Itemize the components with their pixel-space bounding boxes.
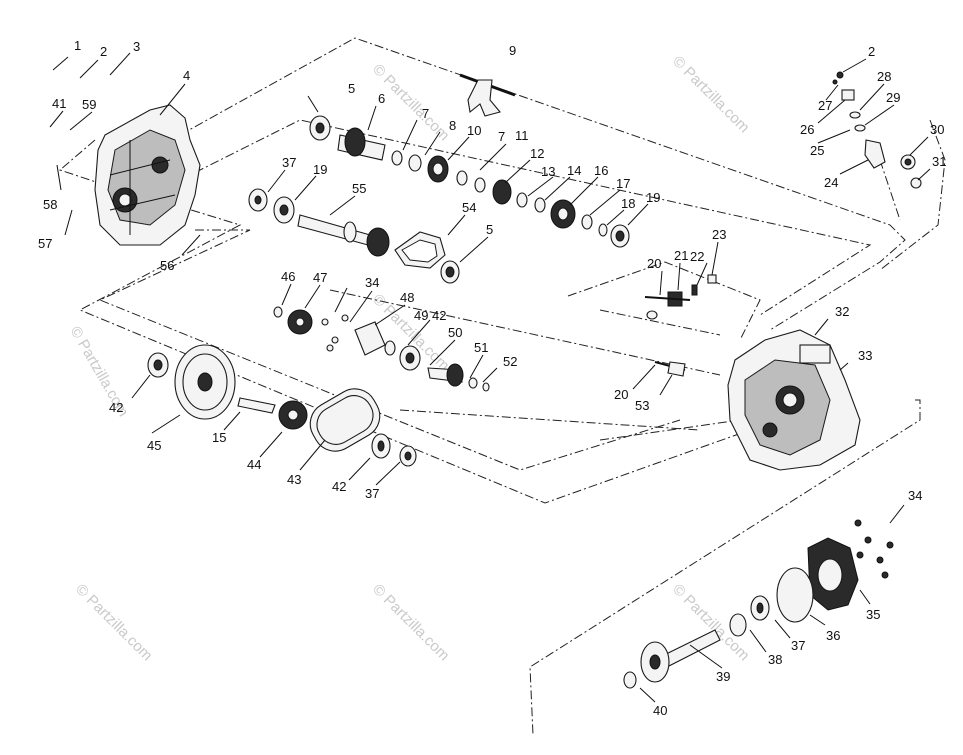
guide-line bbox=[567, 261, 761, 341]
guide-line bbox=[599, 309, 721, 336]
callout: 52 bbox=[503, 354, 517, 369]
callout: 2 bbox=[868, 44, 875, 59]
part-callouts: 1 2 3 4 5 6 7 8 9 10 7 11 12 13 14 16 17… bbox=[38, 38, 946, 718]
callout: 53 bbox=[635, 398, 649, 413]
watermark: © Partzilla.com bbox=[72, 581, 155, 664]
callout: 54 bbox=[462, 200, 476, 215]
callout: 24 bbox=[824, 175, 838, 190]
callout: 37 bbox=[282, 155, 296, 170]
callout: 15 bbox=[212, 430, 226, 445]
callout: 12 bbox=[530, 146, 544, 161]
callout: 26 bbox=[800, 122, 814, 137]
callout: 48 bbox=[400, 290, 414, 305]
callout: 10 bbox=[467, 123, 481, 138]
callout: 9 bbox=[509, 43, 516, 58]
callout: 42 bbox=[432, 308, 446, 323]
callout: 5 bbox=[486, 222, 493, 237]
callout: 6 bbox=[378, 91, 385, 106]
guide-line bbox=[529, 399, 921, 736]
callout: 49 bbox=[414, 308, 428, 323]
callout: 51 bbox=[474, 340, 488, 355]
callout: 2 bbox=[100, 44, 107, 59]
callout: 38 bbox=[768, 652, 782, 667]
callout: 56 bbox=[160, 258, 174, 273]
callout: 37 bbox=[365, 486, 379, 501]
callout: 31 bbox=[932, 154, 946, 169]
callout: 14 bbox=[567, 163, 581, 178]
output-shaft-assembly bbox=[623, 519, 894, 689]
callout: 21 bbox=[674, 248, 688, 263]
left-transmission-housing bbox=[94, 104, 201, 246]
assembly-guide-lines bbox=[59, 37, 946, 736]
callout: 55 bbox=[352, 181, 366, 196]
callout: 20 bbox=[614, 387, 628, 402]
guide-line bbox=[599, 419, 741, 441]
callout: 59 bbox=[82, 97, 96, 112]
callout: 34 bbox=[365, 275, 379, 290]
callout: 8 bbox=[449, 118, 456, 133]
callout: 39 bbox=[716, 669, 730, 684]
callout: 28 bbox=[877, 69, 891, 84]
callout: 4 bbox=[183, 68, 190, 83]
callout: 37 bbox=[791, 638, 805, 653]
callout: 5 bbox=[348, 81, 355, 96]
guide-line bbox=[179, 119, 872, 316]
callout: 45 bbox=[147, 438, 161, 453]
callout: 7 bbox=[422, 106, 429, 121]
callout: 7 bbox=[498, 129, 505, 144]
callout: 42 bbox=[109, 400, 123, 415]
callout: 35 bbox=[866, 607, 880, 622]
callout: 1 bbox=[74, 38, 81, 53]
callout: 30 bbox=[930, 122, 944, 137]
guide-line bbox=[329, 289, 721, 376]
leader-lines bbox=[49, 52, 931, 703]
callout: 22 bbox=[690, 249, 704, 264]
callout: 47 bbox=[313, 270, 327, 285]
callout: 33 bbox=[858, 348, 872, 363]
callout: 57 bbox=[38, 236, 52, 251]
guide-line bbox=[399, 409, 701, 431]
callout: 23 bbox=[712, 227, 726, 242]
callout: 25 bbox=[810, 143, 824, 158]
callout: 32 bbox=[835, 304, 849, 319]
upper-right-small-parts bbox=[832, 71, 922, 189]
guide-line bbox=[879, 119, 946, 271]
callout: 16 bbox=[594, 163, 608, 178]
callout: 44 bbox=[247, 457, 261, 472]
middle-shaft-components bbox=[248, 188, 460, 284]
callout: 50 bbox=[448, 325, 462, 340]
callout: 43 bbox=[287, 472, 301, 487]
right-transmission-housing bbox=[727, 329, 861, 471]
callout: 3 bbox=[133, 39, 140, 54]
callout: 42 bbox=[332, 479, 346, 494]
callout: 46 bbox=[281, 269, 295, 284]
callout: 36 bbox=[826, 628, 840, 643]
callout: 11 bbox=[515, 128, 529, 143]
callout: 34 bbox=[908, 488, 922, 503]
callout: 58 bbox=[43, 197, 57, 212]
callout: 13 bbox=[541, 164, 555, 179]
lower-drive-components bbox=[147, 306, 490, 467]
callout: 27 bbox=[818, 98, 832, 113]
watermark: © Partzilla.com bbox=[669, 53, 752, 136]
callout: 19 bbox=[313, 162, 327, 177]
callout: 20 bbox=[647, 256, 661, 271]
callout: 19 bbox=[646, 190, 660, 205]
guide-line bbox=[179, 37, 906, 331]
callout: 41 bbox=[52, 96, 66, 111]
watermark: © Partzilla.com bbox=[369, 581, 452, 664]
shift-linkage-parts bbox=[644, 274, 717, 377]
guide-line bbox=[879, 159, 901, 221]
callout: 40 bbox=[653, 703, 667, 718]
upper-shaft-components bbox=[309, 115, 630, 248]
shift-fork bbox=[459, 73, 516, 117]
callout: 18 bbox=[621, 196, 635, 211]
guide-line bbox=[98, 229, 681, 471]
callout: 29 bbox=[886, 90, 900, 105]
callout: 17 bbox=[616, 176, 630, 191]
